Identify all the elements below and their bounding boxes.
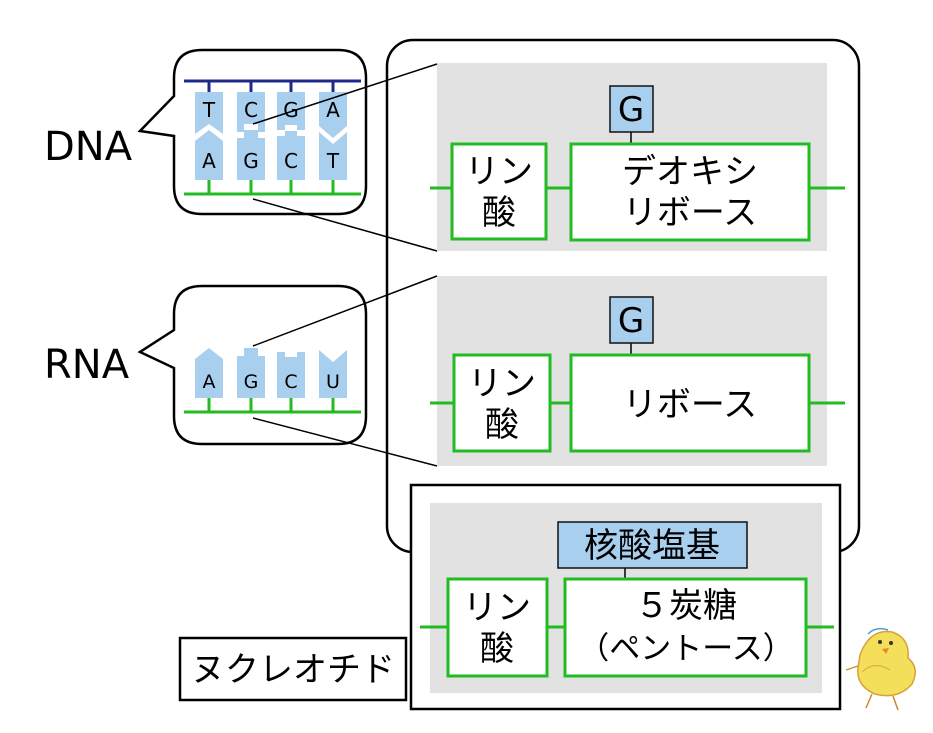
dna-base-shape-g2 xyxy=(237,130,265,180)
rna-phosphate-line1: リン xyxy=(468,364,536,404)
rna-base-shape-c xyxy=(277,352,305,398)
rna-base-shape-a xyxy=(195,348,223,398)
dna-phosphate-line2: 酸 xyxy=(482,193,516,233)
zoom-lines xyxy=(252,63,438,467)
rna-label: RNA xyxy=(44,342,130,388)
dna-nucleotide-panel: G リン 酸 デオキシ リボース xyxy=(430,63,845,251)
dna-top-base-2: C xyxy=(244,98,258,122)
rna-callout: RNA A G C U xyxy=(44,284,368,446)
rna-base-2: G xyxy=(244,371,259,393)
dna-top-base-1: T xyxy=(202,98,216,122)
rna-base-shape-u xyxy=(319,350,347,398)
dna-base-shape-t2 xyxy=(319,132,347,180)
nucleotide-label-box xyxy=(178,636,408,702)
generic-base-box xyxy=(557,521,748,569)
dna-phosphate-line1: リン xyxy=(465,152,533,192)
dna-base-shape-c2 xyxy=(277,131,305,180)
rna-base-box xyxy=(609,296,654,344)
dna-bottom-base-1: A xyxy=(202,149,216,173)
generic-phosphate-line2: 酸 xyxy=(480,629,514,669)
generic-base-label: 核酸塩基 xyxy=(584,526,720,566)
generic-sugar-box xyxy=(563,577,808,678)
dna-base-box xyxy=(609,85,654,133)
dna-sugar-line1: デオキシ xyxy=(622,152,758,192)
generic-sugar-line1: ５炭糖 xyxy=(635,586,737,626)
generic-phosphate-line1: リン xyxy=(463,588,531,628)
rna-phosphate-line2: 酸 xyxy=(485,405,519,445)
dna-bottom-base-4: T xyxy=(326,149,340,173)
dna-top-base-4: A xyxy=(326,98,340,122)
dna-phosphate-box xyxy=(450,142,548,241)
generic-sugar-line2: （ペントース） xyxy=(578,631,793,667)
dna-top-base-3: G xyxy=(283,98,299,122)
rna-phosphate-box xyxy=(452,353,552,453)
rna-base-shape-g xyxy=(237,348,265,398)
nucleotide-label: ヌクレオチド xyxy=(191,650,395,690)
dna-label: DNA xyxy=(44,124,133,170)
dna-bottom-base-2: G xyxy=(243,149,259,173)
rna-base-3: C xyxy=(284,371,297,393)
dna-base-shape-a2 xyxy=(195,130,223,180)
rna-sugar-box xyxy=(569,353,811,453)
chick-icon xyxy=(845,627,916,711)
dna-sugar-box xyxy=(569,142,811,242)
generic-nucleotide-panel: 核酸塩基 リン 酸 ５炭糖 （ペントース） xyxy=(409,483,842,711)
dna-callout: DNA T C G A A G C T xyxy=(44,48,368,216)
dna-base-shape-a xyxy=(319,92,347,138)
rna-base-1: A xyxy=(203,371,216,393)
rna-sugar-label: リボース xyxy=(623,385,757,425)
rna-base-label: G xyxy=(618,301,644,341)
dna-base-shape-t xyxy=(195,92,223,134)
dna-base-label: G xyxy=(618,90,644,130)
dna-bottom-base-3: C xyxy=(284,149,298,173)
generic-phosphate-box xyxy=(446,577,549,678)
rna-nucleotide-panel: G リン 酸 リボース xyxy=(430,276,845,466)
dna-sugar-line2: リボース xyxy=(623,193,757,233)
rna-base-4: U xyxy=(326,371,340,393)
